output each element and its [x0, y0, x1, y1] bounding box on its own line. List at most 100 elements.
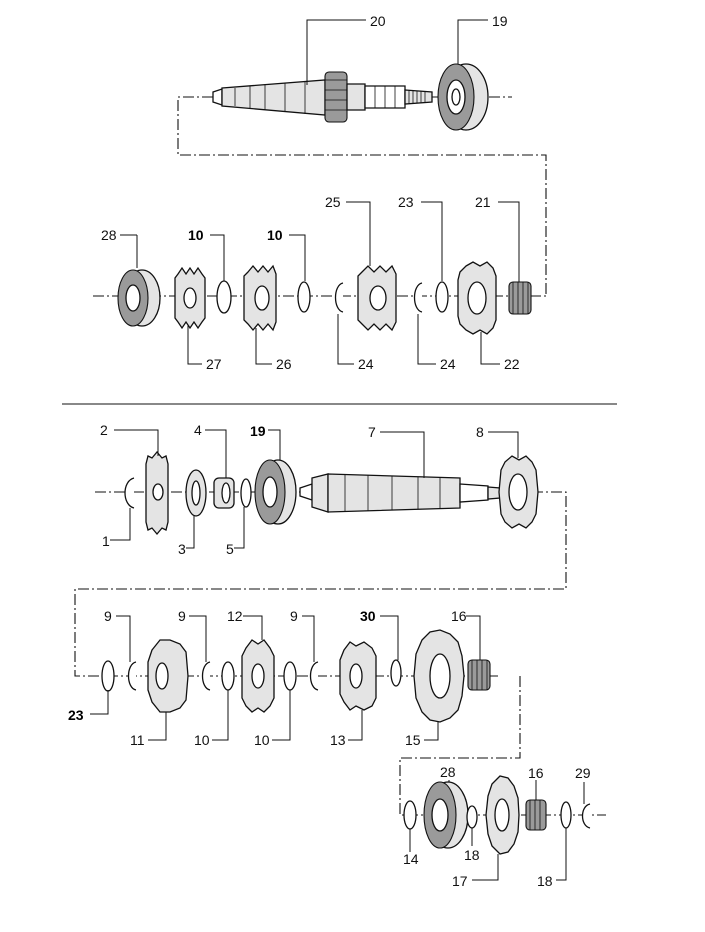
- part-10-ring-c: [221, 661, 235, 691]
- part-25-gear: [357, 264, 397, 332]
- part-20-main-shaft: [212, 71, 433, 123]
- part-9-ring-b: [201, 661, 211, 691]
- leader-25: [346, 201, 371, 266]
- label-23b: 23: [68, 707, 84, 723]
- part-5-ring: [240, 478, 252, 508]
- leader-19b: [268, 429, 281, 460]
- label-17: 17: [452, 873, 468, 889]
- part-27-gear: [174, 266, 206, 330]
- top-assembly: 20 19 28 10 10 25 23 21 27 26 24 24 22: [93, 13, 547, 372]
- leader-3: [186, 516, 195, 549]
- label-16b: 16: [528, 765, 544, 781]
- part-13-gear: [339, 641, 377, 711]
- leader-5: [234, 507, 245, 549]
- part-10-ring-a: [216, 280, 232, 314]
- leader-11: [148, 712, 167, 741]
- part-8-gear: [498, 455, 539, 529]
- part-16-needle-b: [525, 799, 547, 831]
- label-5: 5: [226, 541, 234, 557]
- leader-8: [488, 431, 519, 458]
- axis-middle: [74, 491, 567, 677]
- leader-10d: [272, 690, 291, 741]
- bottom-assembly: 14 28 18 17 16 18 29: [399, 676, 606, 889]
- part-21-needle-bearing: [508, 281, 532, 315]
- part-18-washer-b: [560, 801, 572, 829]
- part-2-sprocket: [145, 450, 169, 536]
- axis-connector-top: [177, 96, 547, 296]
- label-10b: 10: [267, 227, 283, 243]
- leader-12: [243, 615, 263, 640]
- label-29: 29: [575, 765, 591, 781]
- part-4-bush: [213, 477, 235, 509]
- label-23a: 23: [398, 194, 414, 210]
- middle-assembly: 2 1 4 3 19 5 7 8 9 23 11 9 10 12 10 9 13…: [68, 422, 567, 748]
- leader-20: [306, 19, 366, 85]
- label-18b: 18: [537, 873, 553, 889]
- part-17-gear: [485, 775, 520, 855]
- label-8: 8: [476, 424, 484, 440]
- label-9c: 9: [290, 608, 298, 624]
- label-2: 2: [100, 422, 108, 438]
- part-28-bearing-b: [423, 781, 469, 849]
- part-14-ring: [403, 800, 417, 830]
- label-28b: 28: [440, 764, 456, 780]
- leader-1: [110, 508, 131, 541]
- label-7: 7: [368, 424, 376, 440]
- leader-16a: [466, 615, 481, 660]
- part-24-circlip-b: [413, 282, 423, 313]
- label-18a: 18: [464, 847, 480, 863]
- leader-30: [380, 615, 399, 660]
- part-28-bearing: [117, 269, 161, 327]
- leader-10b: [289, 234, 306, 281]
- part-7-input-shaft: [299, 473, 501, 513]
- leader-10c: [212, 690, 229, 741]
- leader-9c: [302, 615, 315, 662]
- label-9a: 9: [104, 608, 112, 624]
- leader-21: [498, 201, 520, 282]
- label-15: 15: [405, 732, 421, 748]
- leader-7: [380, 431, 425, 478]
- leader-18b: [556, 828, 567, 881]
- part-9-ring-c: [309, 661, 319, 691]
- leader-17: [472, 854, 499, 881]
- leader-2: [114, 429, 159, 456]
- label-25: 25: [325, 194, 341, 210]
- part-24-circlip-a: [334, 282, 344, 313]
- leader-15: [424, 722, 439, 741]
- part-30-ring: [390, 659, 402, 687]
- label-26: 26: [276, 356, 292, 372]
- part-19-bearing-mid: [254, 459, 297, 525]
- label-12: 12: [227, 608, 243, 624]
- leader-26: [255, 328, 272, 365]
- part-23-ring: [435, 281, 449, 313]
- label-10c: 10: [194, 732, 210, 748]
- label-3: 3: [178, 541, 186, 557]
- label-28a: 28: [101, 227, 117, 243]
- part-26-gear: [243, 264, 277, 332]
- leader-9b: [189, 615, 207, 662]
- label-16a: 16: [451, 608, 467, 624]
- part-29-circlip: [581, 803, 591, 829]
- leader-23a: [421, 201, 443, 281]
- label-14: 14: [403, 851, 419, 867]
- part-10-ring-b: [297, 281, 311, 313]
- leader-23b: [90, 690, 109, 715]
- leader-10a: [210, 234, 225, 281]
- part-3-spacer: [185, 469, 207, 517]
- label-1: 1: [102, 533, 110, 549]
- label-20: 20: [370, 13, 386, 29]
- part-9-ring-a: [127, 661, 137, 691]
- label-11: 11: [130, 732, 145, 748]
- label-21: 21: [475, 194, 491, 210]
- leader-19a: [457, 19, 488, 64]
- leader-13: [348, 710, 363, 741]
- label-27: 27: [206, 356, 222, 372]
- label-30: 30: [360, 608, 376, 624]
- label-13: 13: [330, 732, 346, 748]
- label-19b: 19: [250, 423, 266, 439]
- label-24a: 24: [358, 356, 374, 372]
- part-16-needle-a: [467, 659, 491, 691]
- part-23-circlip: [101, 660, 115, 692]
